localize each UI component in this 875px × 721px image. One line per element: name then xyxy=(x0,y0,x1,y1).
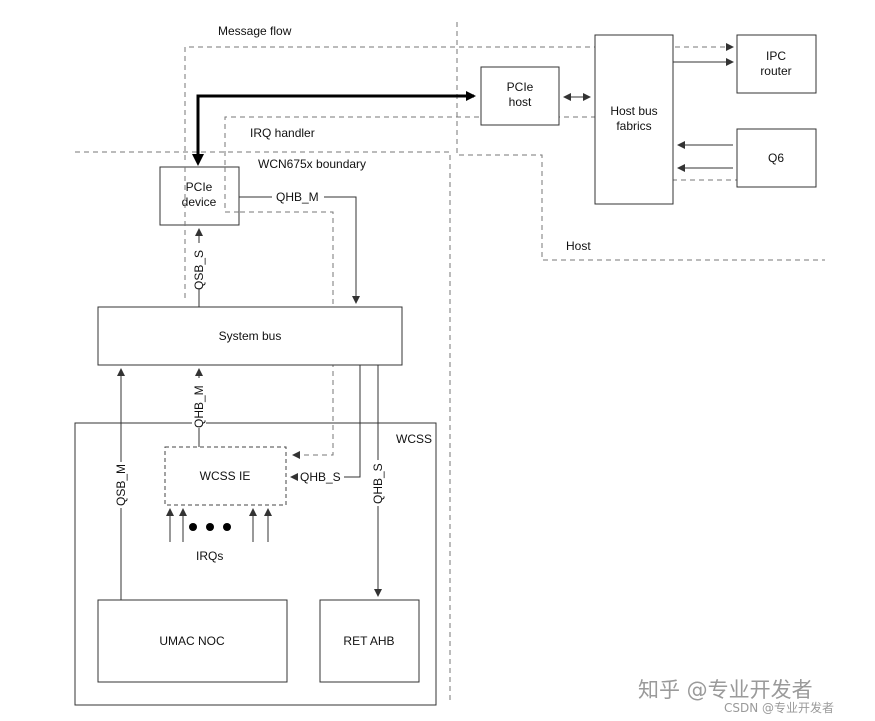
watermark-sub: CSDN @专业开发者 xyxy=(724,700,834,715)
irq-handler-label: IRQ handler xyxy=(250,126,315,140)
q6-label: Q6 xyxy=(768,151,784,165)
system-bus-block xyxy=(97,306,403,366)
pcie-host-label-1: PCIe xyxy=(507,80,534,94)
message-flow-label: Message flow xyxy=(218,24,292,38)
qhb-s-in-path xyxy=(290,365,361,481)
umac-noc-label: UMAC NOC xyxy=(159,634,225,648)
ret-ahb-label: RET AHB xyxy=(343,634,394,648)
ipc-router-label-2: router xyxy=(760,64,791,78)
pcie-device-label-2: device xyxy=(182,195,217,209)
qsb-m-bg xyxy=(114,462,128,508)
pcie-link-device-arrowhead xyxy=(192,154,204,166)
qhb-s-right-bg xyxy=(371,460,385,506)
pcie-link-host xyxy=(196,91,476,158)
qhb-m-lower-label: QHB_M xyxy=(192,385,206,428)
qhb-s-right-label: QHB_S xyxy=(371,463,385,504)
pcie-host-label-2: host xyxy=(509,95,532,109)
boundary-lines xyxy=(75,22,825,700)
wcss-container xyxy=(74,422,437,706)
host-bus-label-2: fabrics xyxy=(616,119,651,133)
umac-noc-block xyxy=(97,599,288,683)
ellipsis-dot xyxy=(223,523,231,531)
watermark-main: 知乎 @专业开发者 xyxy=(638,678,813,702)
pcie-device-label-1: PCIe xyxy=(186,180,213,194)
ret-ahb-block xyxy=(319,599,420,683)
qhb-m-lower-bg xyxy=(192,378,206,428)
host-label: Host xyxy=(566,239,591,253)
pcie-host-block xyxy=(480,66,560,126)
pcie-device-block xyxy=(159,166,240,226)
irq-handler-in-device xyxy=(224,167,240,213)
wcn675x-boundary xyxy=(75,151,451,700)
qhb-m-top-path xyxy=(239,196,360,304)
irq-handler-bg xyxy=(247,124,323,140)
wcss-ie-label: WCSS IE xyxy=(200,469,251,483)
qhb-m-top-label: QHB_M xyxy=(276,190,319,204)
irq-to-wcss-ie-path xyxy=(240,211,334,459)
boundary-label: WCN675x boundary xyxy=(258,157,366,171)
qsb-s-label: QSB_S xyxy=(192,250,206,290)
irqs-label: IRQs xyxy=(196,549,223,563)
message-flow-path xyxy=(184,43,734,160)
qhb-m-top-bg xyxy=(272,189,324,205)
wcss-label: WCSS xyxy=(396,432,432,446)
ellipsis-dot xyxy=(189,523,197,531)
host-boundary xyxy=(456,22,825,261)
qhb-s-in-bg xyxy=(298,469,344,485)
irq-inputs xyxy=(166,508,272,542)
qhb-s-in-label: QHB_S xyxy=(300,470,341,484)
wcss-ie-block xyxy=(164,446,287,506)
host-bus-fabrics-block xyxy=(594,34,674,205)
q6-block xyxy=(736,128,817,188)
qsb-m-label: QSB_M xyxy=(114,464,128,506)
host-bus-label-1: Host bus xyxy=(610,104,657,118)
ellipsis-dot xyxy=(206,523,214,531)
ipc-router-label-1: IPC xyxy=(766,49,786,63)
qsb-s-bg xyxy=(192,243,206,289)
system-bus-label: System bus xyxy=(219,329,282,343)
ipc-router-block xyxy=(736,34,817,94)
